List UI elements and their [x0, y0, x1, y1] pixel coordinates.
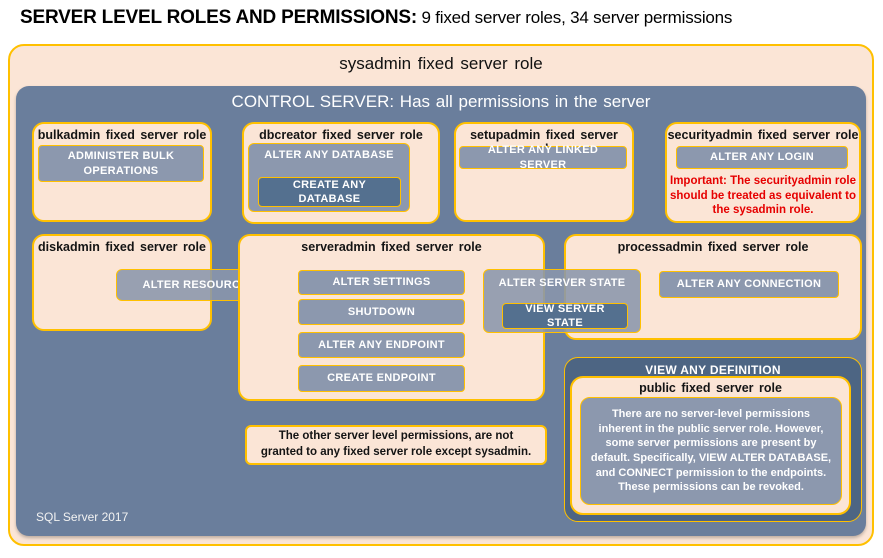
permission-alter-any-connection: ALTER ANY CONNECTION: [659, 271, 839, 298]
role-box-dbcreator: dbcreator fixed server role ALTER ANY DA…: [242, 122, 440, 224]
permission-alter-any-linked-server: ALTER ANY LINKED SERVER: [459, 144, 627, 171]
view-any-definition-label: VIEW ANY DEFINITION: [645, 363, 781, 377]
securityadmin-warning-note: Important: The securityadmin role should…: [670, 175, 856, 217]
role-box-serveradmin: serveradmin fixed server role ALTER SETT…: [238, 234, 545, 401]
permission-view-server-state: VIEW SERVER STATE: [502, 303, 628, 329]
permission-administer-bulk-operations: ADMINISTER BULK OPERATIONS: [38, 145, 204, 182]
control-server-header: CONTROL SERVER: Has all permissions in t…: [231, 92, 651, 111]
permission-alter-any-endpoint: ALTER ANY ENDPOINT: [298, 332, 465, 358]
diskadmin-label: diskadmin fixed server role: [38, 240, 206, 254]
permission-shutdown: SHUTDOWN: [298, 299, 465, 325]
page-title: SERVER LEVEL ROLES AND PERMISSIONS: 9 fi…: [20, 7, 870, 29]
bulkadmin-label: bulkadmin fixed server role: [37, 128, 207, 142]
role-box-diskadmin: diskadmin fixed server role ALTER RESOUR…: [32, 234, 282, 331]
page-title-sub: 9 fixed server roles, 34 server permissi…: [421, 8, 733, 27]
public-role-description: There are no server-level permissions in…: [580, 397, 842, 505]
role-box-public: public fixed server role There are no se…: [570, 376, 851, 515]
public-role-label: public fixed server role: [639, 381, 782, 395]
control-server-panel: CONTROL SERVER: Has all permissions in t…: [16, 86, 866, 536]
page-title-main: SERVER LEVEL ROLES AND PERMISSIONS:: [20, 7, 418, 28]
processadmin-label: processadmin fixed server role: [617, 240, 809, 254]
role-box-bulkadmin: bulkadmin fixed server role ADMINISTER B…: [32, 122, 212, 222]
serveradmin-label: serveradmin fixed server role: [301, 240, 482, 254]
sysadmin-role-label: sysadmin fixed server role: [339, 54, 543, 73]
sql-server-version-label: SQL Server 2017: [36, 510, 129, 524]
other-permissions-note: The other server level permissions, are …: [245, 425, 547, 465]
permission-create-endpoint: CREATE ENDPOINT: [298, 365, 465, 392]
role-box-setupadmin: setupadmin fixed server role ALTER ANY L…: [454, 122, 634, 222]
permission-alter-any-login: ALTER ANY LOGIN: [676, 146, 848, 169]
sysadmin-role-box: sysadmin fixed server role CONTROL SERVE…: [8, 44, 874, 546]
permission-alter-settings: ALTER SETTINGS: [298, 270, 465, 295]
view-any-definition-box: VIEW ANY DEFINITION public fixed server …: [564, 357, 862, 522]
permission-create-any-database: CREATE ANY DATABASE: [258, 177, 401, 207]
securityadmin-label: securityadmin fixed server role: [667, 128, 859, 142]
dbcreator-label: dbcreator fixed server role: [259, 128, 423, 142]
role-box-securityadmin: securityadmin fixed server role ALTER AN…: [665, 122, 861, 223]
